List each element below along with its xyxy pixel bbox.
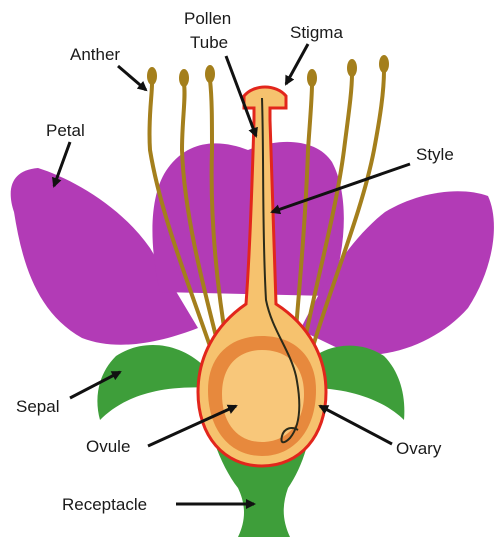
label-sepal: Sepal: [16, 397, 59, 416]
label-petal: Petal: [46, 121, 85, 140]
label-tube: Tube: [190, 33, 228, 52]
label-style: Style: [416, 145, 454, 164]
anther: [179, 69, 189, 87]
label-stigma: Stigma: [290, 23, 343, 42]
sepal-left: [97, 345, 212, 420]
label-receptacle: Receptacle: [62, 495, 147, 514]
ovary-arrow: [320, 406, 392, 444]
stigma-arrow: [286, 44, 308, 84]
anther: [205, 65, 215, 83]
anther: [147, 67, 157, 85]
label-ovary: Ovary: [396, 439, 442, 458]
anther: [347, 59, 357, 77]
label-anther: Anther: [70, 45, 120, 64]
anther: [307, 69, 317, 87]
label-pollen: Pollen: [184, 9, 231, 28]
anther: [379, 55, 389, 73]
anther-arrow: [118, 66, 146, 90]
label-ovule: Ovule: [86, 437, 130, 456]
